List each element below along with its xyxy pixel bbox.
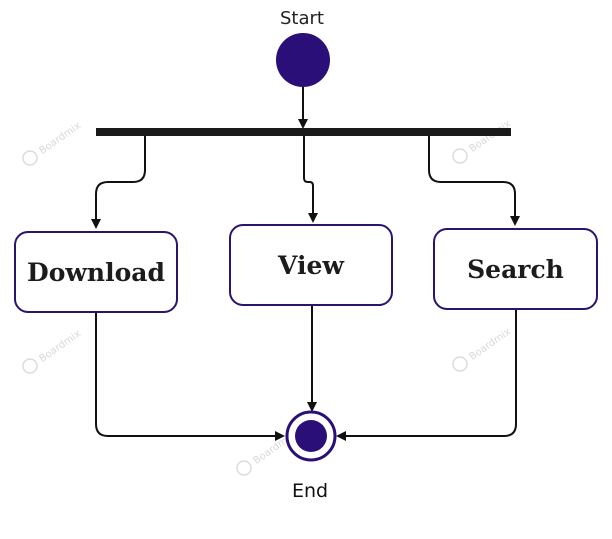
activity-view: View bbox=[229, 224, 393, 306]
end-label: End bbox=[291, 480, 329, 502]
watermark-logo-icon bbox=[452, 148, 468, 164]
edge-search-to-end bbox=[336, 310, 517, 441]
watermark-logo-icon bbox=[452, 356, 468, 372]
watermark-text: Boardmix bbox=[38, 120, 84, 156]
watermark-text: Boardmix bbox=[468, 326, 514, 362]
activity-download: Download bbox=[14, 231, 178, 313]
start-label: Start bbox=[280, 8, 324, 29]
watermark-text: Boardmix bbox=[38, 328, 84, 364]
edge-download-to-end bbox=[95, 313, 285, 441]
watermark-text: Boardmix bbox=[468, 118, 514, 154]
edge-fork-to-view bbox=[303, 136, 318, 223]
watermark-logo-icon bbox=[236, 460, 252, 476]
watermark-logo-icon bbox=[22, 358, 38, 374]
activity-search: Search bbox=[433, 228, 598, 310]
watermark-logo-icon bbox=[22, 150, 38, 166]
start-node bbox=[276, 33, 330, 87]
edge-fork-to-search bbox=[428, 136, 520, 226]
fork-bar bbox=[96, 128, 511, 136]
end-node bbox=[295, 420, 327, 452]
edge-fork-to-download bbox=[91, 136, 146, 229]
